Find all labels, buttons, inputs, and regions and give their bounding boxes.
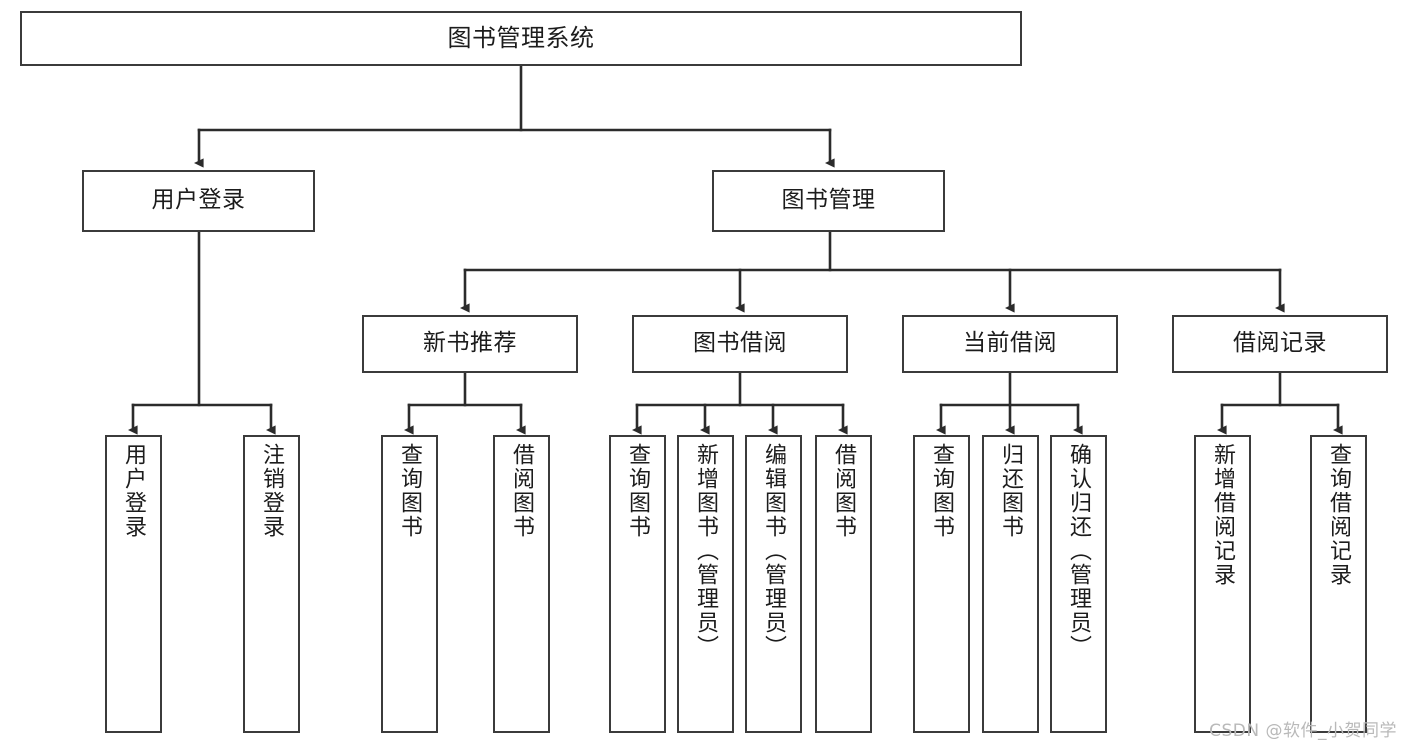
node-label: 归还图书 [998,443,1024,539]
node-leaf-query-record[interactable]: 查询借阅记录 [1310,435,1367,733]
node-label: 图书管理 [781,187,876,214]
node-label: 查询图书 [397,443,423,539]
node-root-system[interactable]: 图书管理系统 [20,11,1022,66]
node-leaf-logout[interactable]: 注销登录 [243,435,300,733]
node-leaf-query-book-2[interactable]: 查询图书 [609,435,666,733]
node-leaf-query-book-1[interactable]: 查询图书 [381,435,438,733]
node-book-manage[interactable]: 图书管理 [712,170,945,232]
node-leaf-borrow-book-2[interactable]: 借阅图书 [815,435,872,733]
node-user-login[interactable]: 用户登录 [82,170,315,232]
node-label: 查询图书 [625,443,651,539]
node-leaf-user-login[interactable]: 用户登录 [105,435,162,733]
node-new-book-recommend[interactable]: 新书推荐 [362,315,578,373]
node-leaf-edit-book[interactable]: 编辑图书（管理员） [745,435,802,733]
node-leaf-add-record[interactable]: 新增借阅记录 [1194,435,1251,733]
node-leaf-return-book[interactable]: 归还图书 [982,435,1039,733]
node-label: 图书管理系统 [447,24,595,53]
node-label: 注销登录 [259,443,285,539]
node-current-borrow[interactable]: 当前借阅 [902,315,1118,373]
node-label: 查询图书 [929,443,955,539]
node-label: 当前借阅 [963,330,1057,357]
node-leaf-borrow-book-1[interactable]: 借阅图书 [493,435,550,733]
node-label: 新书推荐 [423,330,517,357]
node-label: 图书借阅 [693,330,787,357]
node-borrow-record[interactable]: 借阅记录 [1172,315,1388,373]
node-label: 确认归还（管理员） [1066,443,1092,659]
node-leaf-add-book[interactable]: 新增图书（管理员） [677,435,734,733]
node-leaf-query-book-3[interactable]: 查询图书 [913,435,970,733]
node-label: 查询借阅记录 [1326,443,1352,587]
node-leaf-confirm-return[interactable]: 确认归还（管理员） [1050,435,1107,733]
node-label: 借阅图书 [831,443,857,539]
node-label: 借阅记录 [1233,330,1327,357]
node-label: 用户登录 [121,443,147,539]
node-label: 编辑图书（管理员） [761,443,787,659]
node-label: 新增借阅记录 [1210,443,1236,587]
watermark-text: CSDN @软件_小贺同学 [1209,721,1397,741]
node-label: 借阅图书 [509,443,535,539]
node-label: 新增图书（管理员） [693,443,719,659]
node-label: 用户登录 [151,187,246,214]
node-book-borrow[interactable]: 图书借阅 [632,315,848,373]
